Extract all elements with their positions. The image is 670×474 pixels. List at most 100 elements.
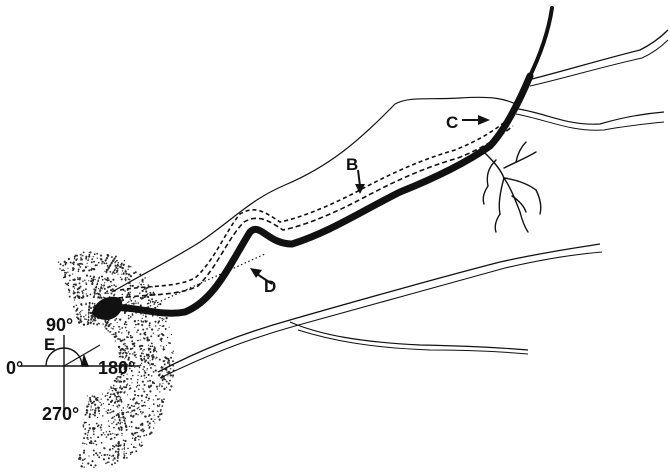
stipple-dot <box>150 302 151 303</box>
stipple-dot <box>145 314 146 315</box>
stipple-dot <box>137 323 139 325</box>
stipple-dot <box>105 396 106 397</box>
stipple-dot <box>161 405 163 407</box>
stipple-dot <box>149 422 151 424</box>
stipple-dot <box>107 330 109 332</box>
stipple-dot <box>126 273 128 275</box>
stipple-dot <box>124 350 126 352</box>
stipple-dot <box>162 320 163 321</box>
stipple-dot <box>112 448 114 450</box>
stipple-dot <box>99 289 101 291</box>
stipple-dot <box>145 316 147 318</box>
stipple-dot <box>101 424 103 426</box>
stipple-dot <box>107 255 109 257</box>
stipple-dot <box>136 428 138 430</box>
stipple-dot <box>73 263 75 265</box>
stipple-dot <box>97 436 99 438</box>
stipple-dot <box>122 339 124 341</box>
stipple-dot <box>90 280 92 282</box>
stipple-dot <box>80 320 82 322</box>
stipple-dot <box>94 404 96 406</box>
stipple-dot <box>139 436 141 438</box>
stipple-dot <box>146 320 148 322</box>
stipple-dot <box>122 416 124 418</box>
stipple-dot <box>123 264 125 266</box>
stipple-dot <box>148 363 150 365</box>
stipple-dot <box>133 446 135 448</box>
stipple-dot <box>107 265 109 267</box>
stipple-dot <box>90 406 91 407</box>
stipple-dot <box>58 261 59 262</box>
stipple-dot <box>123 300 124 301</box>
stipple-dot <box>73 297 75 299</box>
stipple-dot <box>125 453 127 455</box>
stipple-dot <box>153 420 155 422</box>
stipple-dot <box>167 337 169 339</box>
stipple-dot <box>138 320 140 322</box>
stipple-dot <box>69 280 71 282</box>
stipple-dot <box>110 331 111 332</box>
stipple-dot <box>115 261 116 262</box>
stipple-dot <box>129 388 130 389</box>
stipple-dot <box>149 380 151 382</box>
stipple-dot <box>138 384 140 386</box>
stipple-dot <box>147 421 149 423</box>
stipple-dot <box>139 333 141 335</box>
stipple-dot <box>132 348 134 350</box>
stipple-dot <box>140 339 141 340</box>
stipple-dot <box>64 274 66 276</box>
label-b: B <box>346 155 358 174</box>
stipple-dot <box>109 389 110 390</box>
stipple-dot <box>148 345 149 346</box>
stipple-dot <box>120 397 121 398</box>
stipple-dot <box>74 258 76 260</box>
stipple-dot <box>104 271 105 272</box>
stipple-dot <box>114 319 116 321</box>
stipple-dot <box>153 292 155 294</box>
stipple-dot <box>121 348 122 349</box>
stipple-dot <box>91 460 93 462</box>
stipple-dot <box>91 268 92 269</box>
stipple-dot <box>95 407 97 409</box>
stipple-dot <box>104 408 105 409</box>
stipple-dot <box>101 404 102 405</box>
stipple-dot <box>155 325 156 326</box>
stipple-dot <box>140 284 142 286</box>
stipple-dot <box>159 413 161 415</box>
stipple-dot <box>73 284 74 285</box>
stipple-dot <box>115 340 116 341</box>
stipple-dot <box>92 268 94 270</box>
stipple-dot <box>93 396 95 398</box>
stipple-dot <box>123 440 124 441</box>
stipple-dot <box>155 300 157 302</box>
stipple-dot <box>111 256 113 258</box>
stipple-dot <box>88 319 89 320</box>
stipple-dot <box>68 291 69 292</box>
stipple-dot <box>128 317 130 319</box>
stipple-dot <box>105 322 107 324</box>
stipple-dot <box>148 299 150 301</box>
stipple-dot <box>146 370 147 371</box>
stipple-dot <box>102 323 103 324</box>
stipple-dot <box>121 327 123 329</box>
stipple-dot <box>108 403 110 405</box>
stipple-dot <box>172 374 174 376</box>
stipple-dot <box>153 371 155 373</box>
stipple-dot <box>104 282 105 283</box>
stipple-dot <box>73 268 75 270</box>
stipple-dot <box>123 386 125 388</box>
stipple-dot <box>172 376 173 377</box>
stipple-dot <box>143 405 145 407</box>
stipple-dot <box>79 454 81 456</box>
stipple-dot <box>105 463 107 465</box>
stipple-dot <box>104 278 105 279</box>
stipple-dot <box>86 283 88 285</box>
stipple-dot <box>124 391 125 392</box>
stipple-dot <box>134 390 136 392</box>
stipple-dot <box>158 304 159 305</box>
stipple-dot <box>89 255 90 256</box>
stipple-dot <box>143 289 144 290</box>
stipple-dot <box>143 390 145 392</box>
stipple-dot <box>119 391 121 393</box>
stipple-dot <box>147 296 149 298</box>
